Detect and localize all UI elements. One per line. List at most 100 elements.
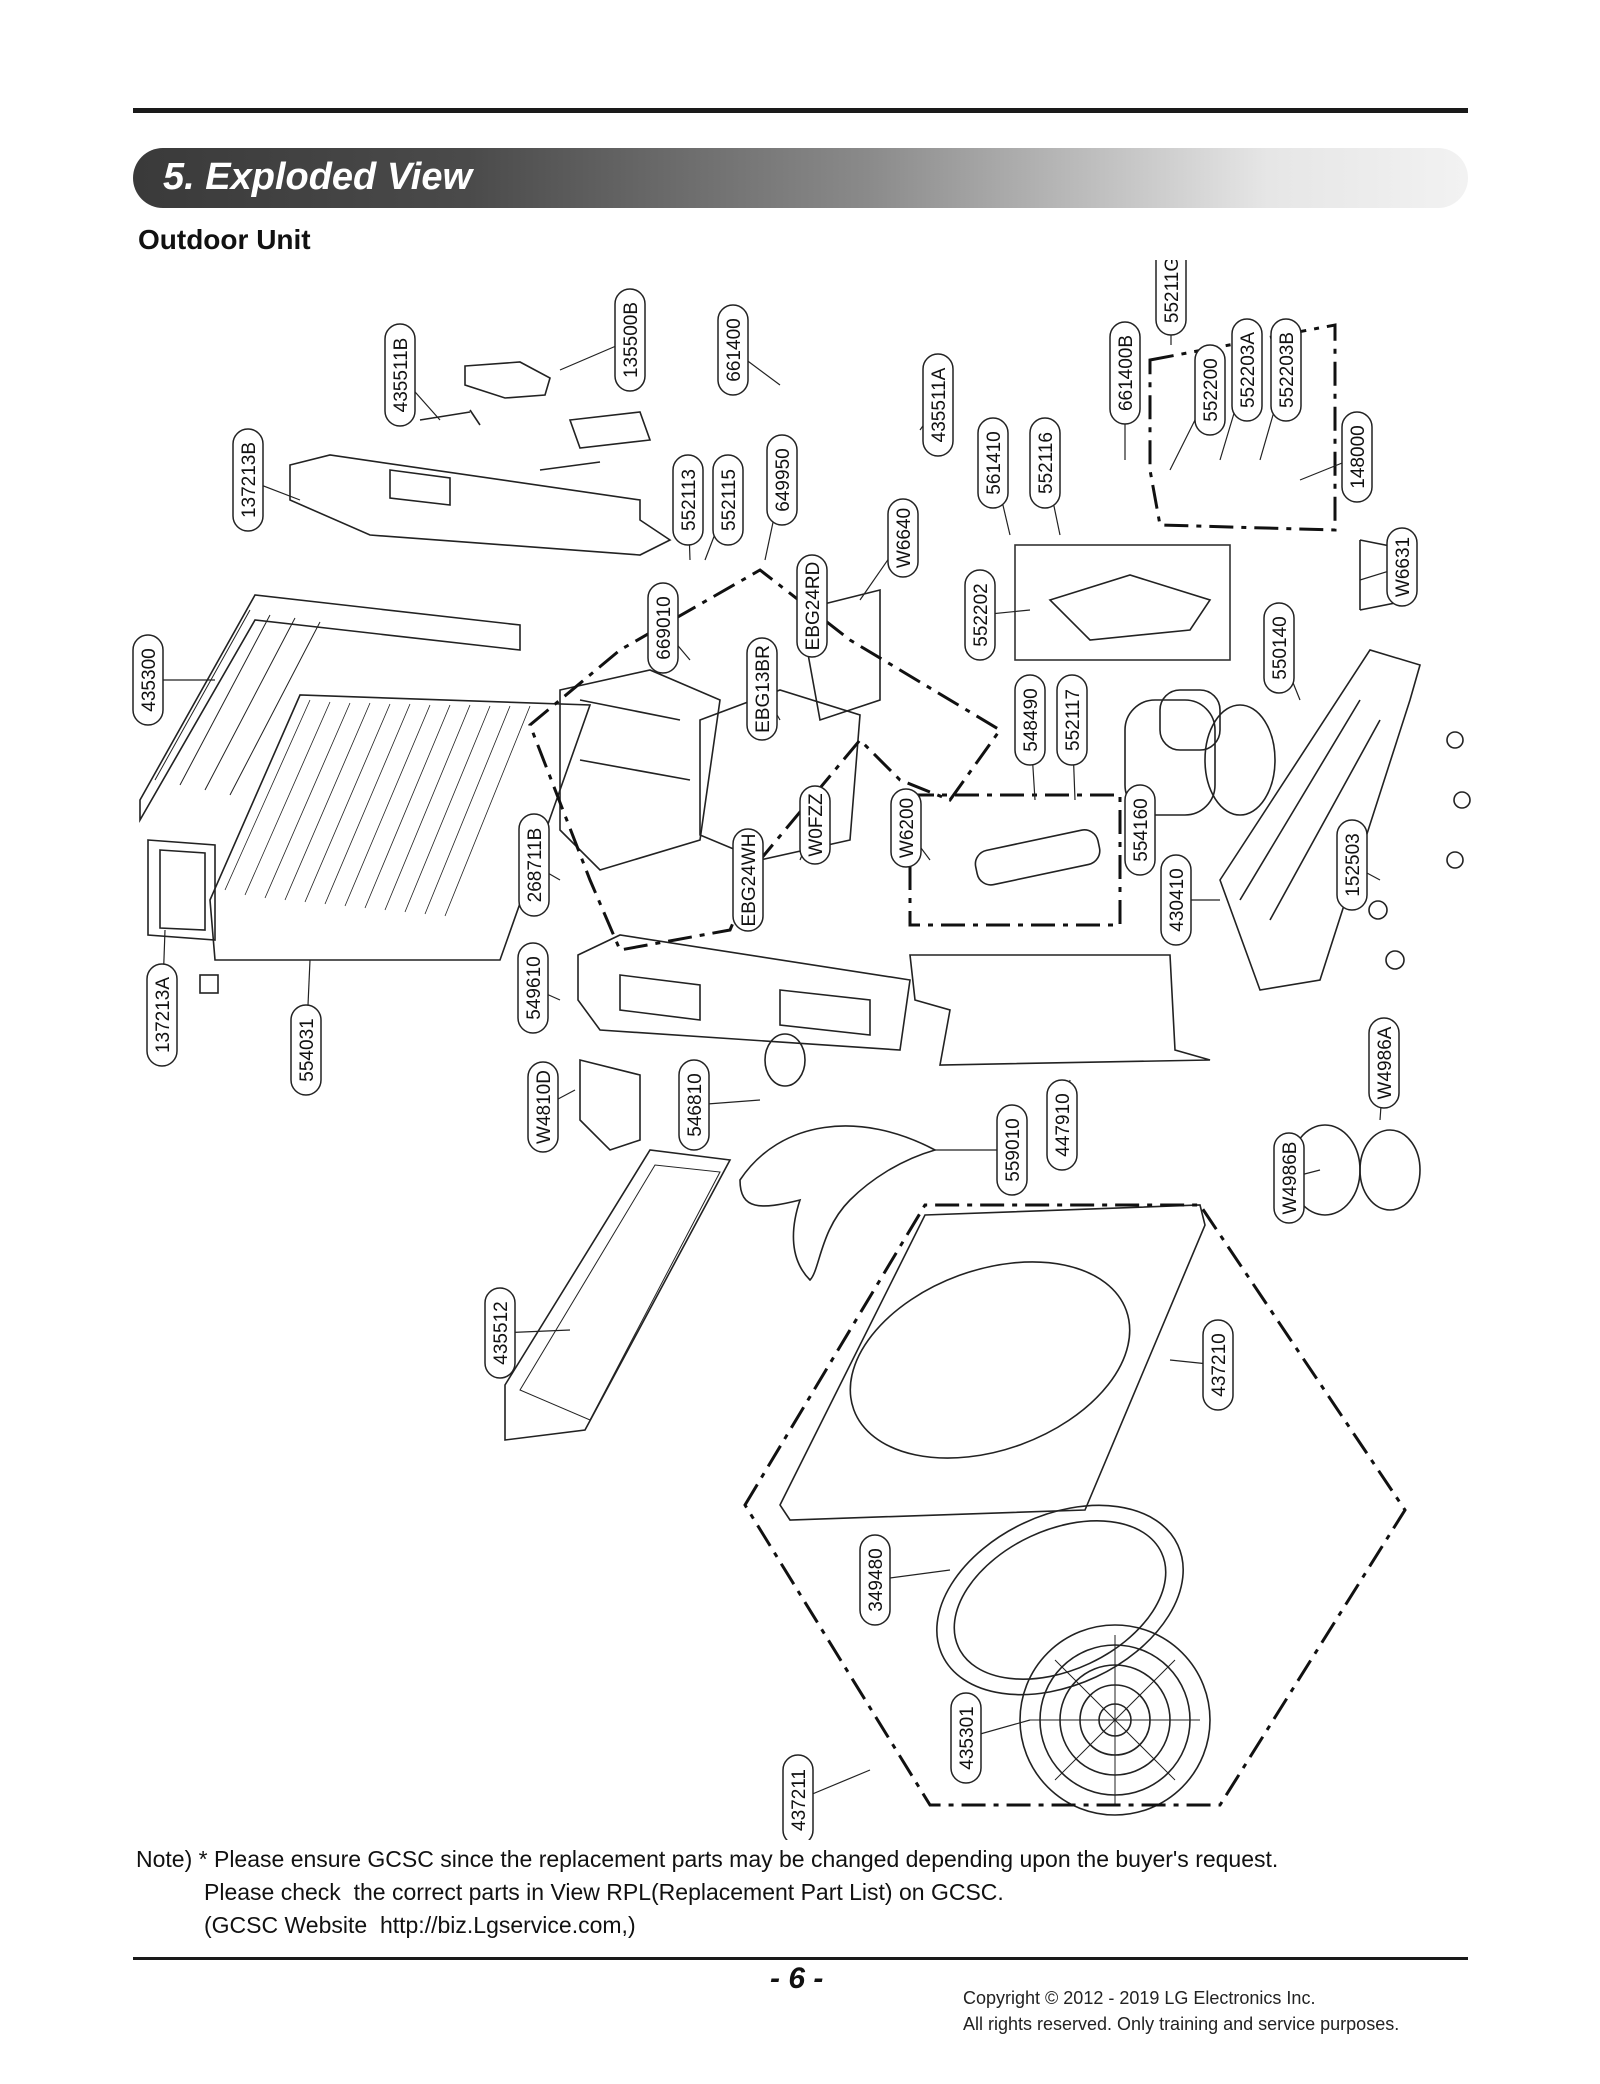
callout-balloon	[890, 788, 922, 868]
callout-balloon	[1273, 1132, 1305, 1224]
callout-435511A: 435511A	[919, 353, 954, 457]
page-number: - 6 -	[770, 1962, 824, 1995]
callout-balloon	[1368, 1017, 1400, 1109]
note-line-1: Note) * Please ensure GCSC since the rep…	[136, 1846, 1279, 1872]
callout-EBG13BR: EBG13BR	[746, 637, 781, 741]
callout-554160: 554160	[1124, 784, 1156, 876]
callout-135500B: 135500B	[559, 288, 646, 392]
control-box	[559, 669, 721, 871]
group-outline-accumulator	[908, 793, 1122, 927]
callout-label: 437210	[1209, 1333, 1230, 1396]
callout-balloon	[1386, 527, 1418, 607]
note-line-2: Please check the correct parts in View R…	[204, 1879, 1004, 1905]
callout-label: 152503	[1343, 833, 1364, 896]
copyright: Copyright © 2012 - 2019 LG Electronics I…	[963, 1985, 1399, 2037]
callout-balloon	[1231, 318, 1263, 422]
callout-label: EBG24WH	[739, 834, 760, 927]
callout-label: 349480	[866, 1548, 887, 1611]
callout-268711B: 268711B	[518, 813, 561, 917]
callout-label: 135500B	[621, 302, 642, 378]
callout-552203A: 552203A	[1219, 318, 1263, 461]
callout-balloon	[1155, 260, 1187, 336]
callout-balloon	[518, 813, 550, 917]
callout-552115: 552115	[704, 454, 744, 561]
callout-W6640: W6640	[859, 498, 919, 601]
callout-label: 435300	[139, 648, 160, 711]
top-rule	[133, 108, 1468, 113]
callout-balloon	[1194, 344, 1226, 436]
callout-balloon	[977, 417, 1009, 509]
callout-label: 554031	[297, 1018, 318, 1081]
callout-label: 559010	[1003, 1118, 1024, 1181]
callout-balloon	[1124, 784, 1156, 876]
callout-549610: 549610	[517, 942, 561, 1034]
callout-137213A: 137213A	[146, 929, 178, 1067]
callout-balloon	[290, 1004, 322, 1096]
callout-552202: 552202	[964, 569, 1031, 661]
callout-label: 552113	[679, 469, 700, 531]
callout-349480: 349480	[859, 1534, 951, 1626]
front-panel	[779, 1204, 1206, 1521]
callout-balloon	[146, 963, 178, 1067]
callout-label: 552200	[1201, 358, 1222, 421]
fan-motor	[764, 1033, 806, 1087]
callout-552113: 552113	[672, 454, 704, 561]
callout-label: 552202	[971, 583, 992, 646]
orifice-ring	[936, 1504, 1184, 1696]
callout-label: W4986B	[1280, 1142, 1301, 1215]
callout-balloon	[647, 582, 679, 674]
callout-W4810D: W4810D	[527, 1061, 576, 1153]
callout-label: 552203A	[1238, 332, 1259, 408]
group-outline-front	[743, 1203, 1407, 1807]
callout-balloon	[1046, 1079, 1078, 1171]
callout-559010: 559010	[935, 1104, 1028, 1196]
callout-label: 552203B	[1277, 332, 1298, 408]
callout-balloon	[746, 637, 778, 741]
callout-balloon	[614, 288, 646, 392]
callout-label: 435512	[491, 1301, 512, 1364]
callout-437210: 437210	[1169, 1319, 1234, 1411]
note: Note) * Please ensure GCSC since the rep…	[136, 1843, 1278, 1942]
callout-label: EBG24RD	[803, 562, 824, 651]
callout-430410: 430410	[1160, 854, 1220, 946]
callout-balloon	[1336, 819, 1368, 911]
callout-label: 549610	[524, 956, 545, 1019]
callout-552200: 552200	[1169, 344, 1226, 471]
rear-grille	[139, 594, 521, 823]
callout-balloon	[799, 785, 831, 865]
motor-bracket	[577, 934, 911, 1051]
note-line-3: (GCSC Website http://biz.Lgservice.com,)	[204, 1912, 636, 1938]
accumulator	[974, 829, 1101, 886]
callout-552203B: 552203B	[1259, 318, 1302, 461]
callout-balloon	[782, 1754, 814, 1840]
callout-label: W0FZZ	[806, 793, 827, 857]
callout-W4986A: W4986A	[1368, 1017, 1400, 1121]
callout-447910: 447910	[1046, 1079, 1078, 1171]
callout-label: 554160	[1131, 798, 1152, 861]
callout-label: 661400	[724, 318, 745, 381]
callout-balloon	[527, 1061, 559, 1153]
callout-label: W4986A	[1375, 1026, 1396, 1099]
callout-label: 546810	[685, 1073, 706, 1136]
callout-balloon	[1263, 602, 1295, 694]
callout-label: 649950	[773, 448, 794, 511]
callout-balloon	[796, 554, 828, 658]
service-cover	[464, 361, 551, 399]
callout-balloon	[678, 1059, 710, 1151]
callout-546810: 546810	[678, 1059, 761, 1151]
callout-W0FZZ: W0FZZ	[799, 785, 831, 865]
callout-EBG24RD: EBG24RD	[796, 554, 828, 658]
callout-label: 435511B	[391, 338, 412, 413]
callout-balloon	[1202, 1319, 1234, 1411]
callout-550140: 550140	[1263, 602, 1301, 701]
callout-balloon	[517, 942, 549, 1034]
section-title: 5. Exploded View	[163, 156, 473, 198]
base-plate	[1219, 649, 1421, 991]
callout-435301: 435301	[950, 1692, 1031, 1784]
bottom-rule	[133, 1957, 1468, 1960]
callout-balloon	[1029, 417, 1061, 509]
callout-balloon	[964, 569, 996, 661]
callout-152503: 152503	[1336, 819, 1381, 911]
